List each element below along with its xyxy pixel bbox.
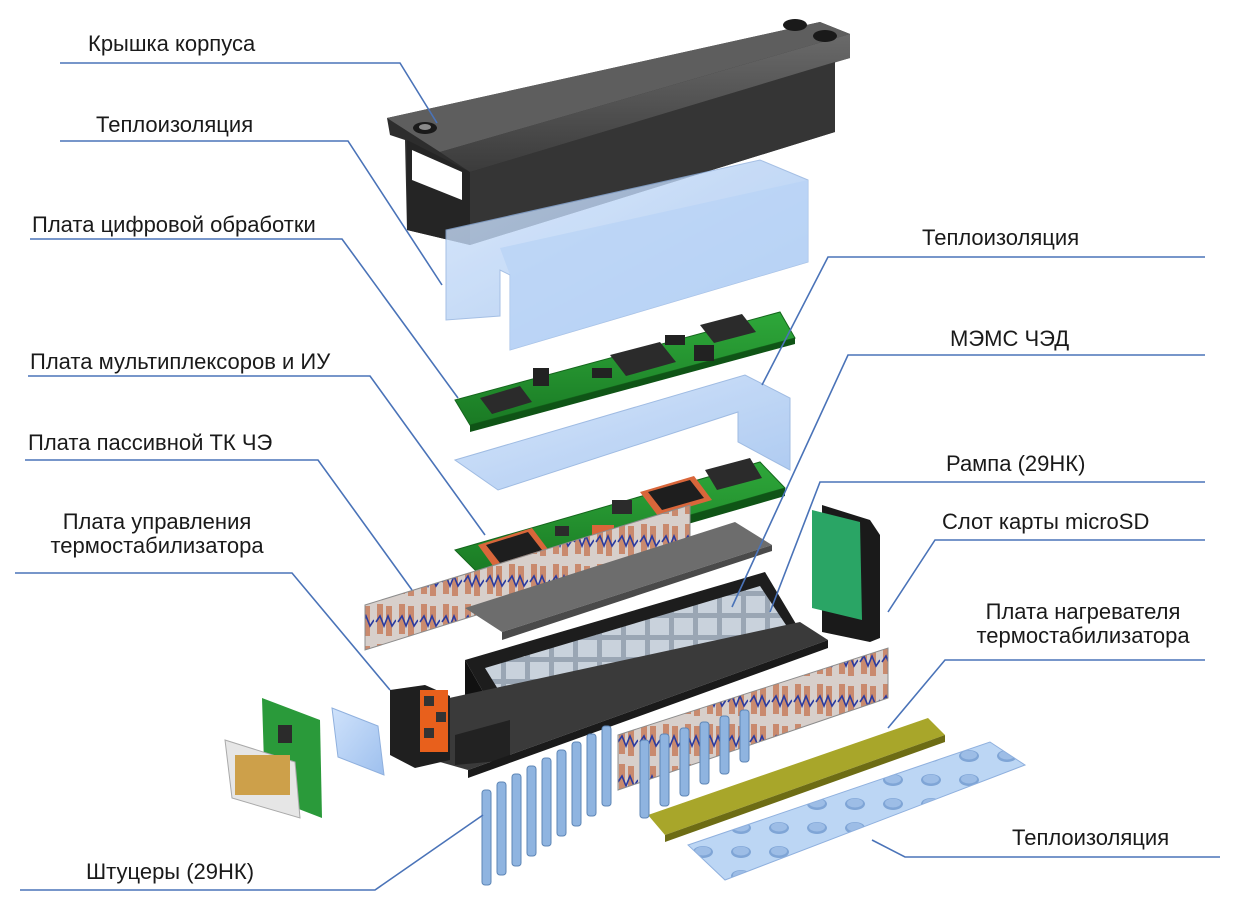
label-insulation-bottom: Теплоизоляция xyxy=(1012,825,1170,850)
label-microsd-slot: Слот карты microSD xyxy=(942,509,1150,534)
label-ramp: Рампа (29НК) xyxy=(946,451,1086,476)
housing-cover xyxy=(387,19,850,245)
heater-board xyxy=(648,718,945,842)
label-fittings: Штуцеры (29НК) xyxy=(86,859,255,884)
label-heater-board: Плата нагревателя термостабилизатора xyxy=(948,600,1218,648)
label-control-board-line2: термостабилизатора xyxy=(50,533,264,558)
digital-board xyxy=(454,311,796,432)
grey-plate xyxy=(465,522,772,640)
insulation-bottom xyxy=(687,741,1027,881)
insulation-right xyxy=(453,374,791,491)
control-board xyxy=(390,685,450,768)
insulation-pad-small xyxy=(331,707,385,776)
label-digital-board: Плата цифровой обработки xyxy=(32,212,316,237)
label-heater-board-line1: Плата нагревателя xyxy=(985,599,1181,624)
label-heater-board-line2: термостабилизатора xyxy=(976,623,1190,648)
label-cover: Крышка корпуса xyxy=(88,31,256,56)
label-mux-board: Плата мультиплексоров и ИУ xyxy=(30,349,331,374)
leader-lines xyxy=(15,62,1220,891)
ramp-base xyxy=(440,622,828,778)
label-insulation-top: Теплоизоляция xyxy=(96,112,254,137)
label-control-board-line1: Плата управления xyxy=(62,509,252,534)
label-passive-tc-board: Плата пассивной ТК ЧЭ xyxy=(28,430,273,455)
connector-module xyxy=(224,698,322,819)
label-insulation-right: Теплоизоляция xyxy=(922,225,1080,250)
fittings xyxy=(481,709,750,886)
label-mems: МЭМС ЧЭД xyxy=(950,326,1070,351)
microsd-slot xyxy=(812,505,880,642)
label-control-board: Плата управления термостабилизатора xyxy=(22,510,292,558)
insulation-top xyxy=(445,159,809,351)
